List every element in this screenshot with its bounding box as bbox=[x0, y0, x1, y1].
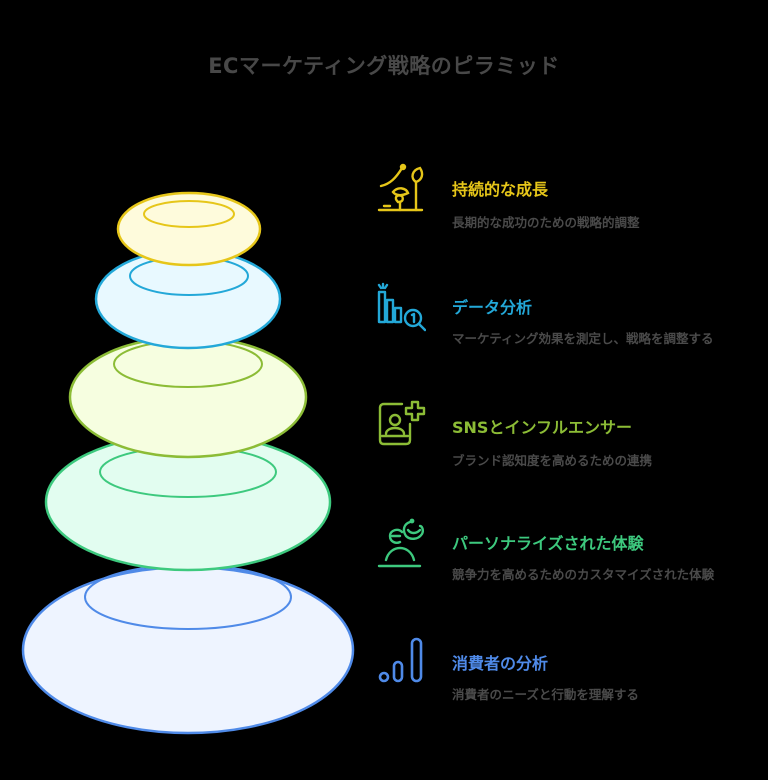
item-heading: 持続的な成長 bbox=[452, 180, 549, 199]
page-title: ECマーケティング戦略のピラミッド bbox=[208, 54, 560, 78]
item-heading: パーソナライズされた体験 bbox=[452, 534, 644, 553]
item-description: マーケティング効果を測定し、戦略を調整する bbox=[452, 331, 714, 346]
pyramid-diagram bbox=[21, 191, 355, 735]
item-description: 競争力を高めるためのカスタマイズされた体験 bbox=[452, 567, 715, 582]
item-heading: 消費者の分析 bbox=[452, 654, 549, 673]
data-analysis-icon bbox=[377, 282, 426, 332]
legend-item-consumer-analysis: 消費者の分析 消費者のニーズと行動を理解する bbox=[376, 636, 756, 711]
plant-growth-icon bbox=[377, 163, 424, 212]
pyramid-level-1 bbox=[116, 191, 262, 267]
legend-item-personalized-experience: パーソナライズされた体験 競争力を高めるためのカスタマイズされた体験 bbox=[376, 518, 756, 608]
legend-item-data-analysis: データ分析 マーケティング効果を測定し、戦略を調整する bbox=[376, 282, 756, 372]
social-influencer-icon bbox=[378, 400, 426, 446]
item-description: ブランド認知度を高めるための連携 bbox=[452, 453, 653, 468]
item-heading: データ分析 bbox=[452, 298, 533, 317]
item-description: 消費者のニーズと行動を理解する bbox=[452, 687, 639, 702]
pyramid-level-5 bbox=[21, 564, 355, 735]
item-heading: SNSとインフルエンサー bbox=[452, 418, 632, 437]
item-description: 長期的な成功のための戦略的調整 bbox=[452, 215, 640, 230]
consumer-analysis-icon bbox=[378, 637, 423, 683]
pyramid-level-3 bbox=[68, 335, 308, 459]
legend-item-sns-influencer: SNSとインフルエンサー ブランド認知度を高めるための連携 bbox=[376, 400, 756, 475]
legend-item-sustainable-growth: 持続的な成長 長期的な成功のための戦略的調整 bbox=[376, 162, 756, 242]
personalized-experience-icon bbox=[377, 518, 425, 568]
